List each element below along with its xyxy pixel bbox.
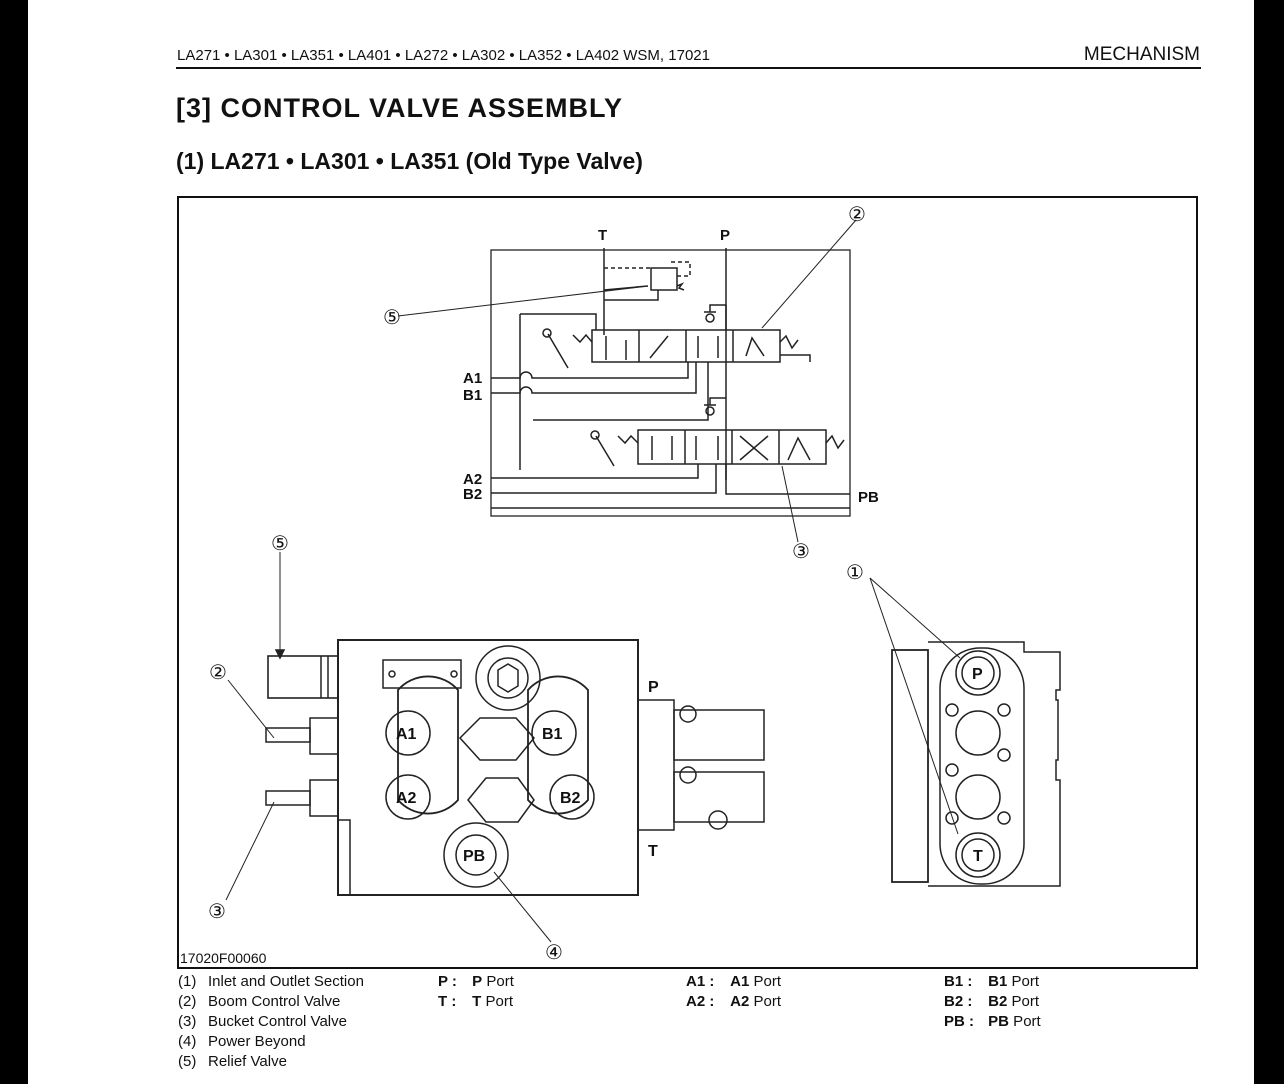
boom-spool-symbol (542, 328, 811, 369)
legend-ports-b: B1 : B1 Port B2 : B2 Port PB : PB Port (944, 972, 1041, 1032)
schematic-label-t: T (598, 227, 607, 244)
relief-valve-symbol (650, 267, 678, 291)
legend-item: (1)Inlet and Outlet Section (178, 973, 364, 990)
legend-parts: (1)Inlet and Outlet Section (2)Boom Cont… (178, 972, 364, 1072)
legend-port: P : P Port (438, 973, 514, 990)
callout-2-side: ② (209, 660, 227, 684)
legend-item: (3)Bucket Control Valve (178, 1013, 347, 1030)
callout-5-schematic: ⑤ (383, 305, 401, 329)
callout-3-side: ③ (208, 899, 226, 923)
valve-front-view (869, 577, 1061, 887)
legend-port: A2 : A2 Port (686, 993, 782, 1010)
side-label-t: T (648, 843, 658, 860)
port-label-b1: B1 (542, 726, 563, 743)
page-header-section: MECHANISM (1083, 44, 1200, 65)
legend-port: B1 : B1 Port (944, 973, 1040, 990)
hydraulic-schematic (397, 219, 857, 543)
callout-4-side: ④ (545, 940, 563, 964)
legend-ports-p-t: P : P Port T : T Port (438, 972, 514, 1012)
legend-port: PB : PB Port (944, 1013, 1041, 1030)
section-title: [3] CONTROL VALVE ASSEMBLY (176, 93, 624, 123)
valve-side-view (225, 552, 765, 943)
legend-port: B2 : B2 Port (944, 993, 1040, 1010)
side-label-p: P (648, 679, 659, 696)
header-divider (176, 67, 1201, 69)
subsection-title: (1) LA271 • LA301 • LA351 (Old Type Valv… (176, 148, 643, 174)
port-label-a2: A2 (396, 790, 417, 807)
front-port-label-p: P (972, 666, 983, 683)
callout-3-schematic: ③ (792, 539, 810, 563)
schematic-label-b2: B2 (463, 486, 482, 503)
control-valve-diagram: T P A1 B1 A2 B2 PB A1 A2 B1 B2 PB P T P … (208, 202, 1061, 964)
legend-port: T : T Port (438, 993, 514, 1010)
manual-page: LA271 • LA301 • LA351 • LA401 • LA272 • … (28, 0, 1254, 1084)
callout-5-side: ⑤ (271, 531, 289, 555)
figure-code: 17020F00060 (180, 950, 267, 966)
callout-2-schematic: ② (848, 202, 866, 226)
callout-1-front: ① (846, 560, 864, 584)
legend-item: (4)Power Beyond (178, 1033, 306, 1050)
schematic-label-b1: B1 (463, 387, 482, 404)
schematic-label-p: P (720, 227, 730, 244)
port-label-pb: PB (463, 848, 485, 865)
port-label-b2: B2 (560, 790, 581, 807)
page-header-models: LA271 • LA301 • LA351 • LA401 • LA272 • … (177, 47, 710, 64)
schematic-label-a2: A2 (463, 471, 482, 488)
front-port-label-t: T (973, 848, 983, 865)
bucket-spool-symbol (590, 429, 845, 467)
figure-frame (177, 196, 1198, 969)
schematic-label-pb: PB (858, 489, 879, 506)
legend-item: (5)Relief Valve (178, 1053, 287, 1070)
port-label-a1: A1 (396, 726, 417, 743)
legend-item: (2)Boom Control Valve (178, 993, 341, 1010)
legend-ports-a: A1 : A1 Port A2 : A2 Port (686, 972, 781, 1012)
legend-port: A1 : A1 Port (686, 973, 782, 990)
schematic-label-a1: A1 (463, 370, 482, 387)
